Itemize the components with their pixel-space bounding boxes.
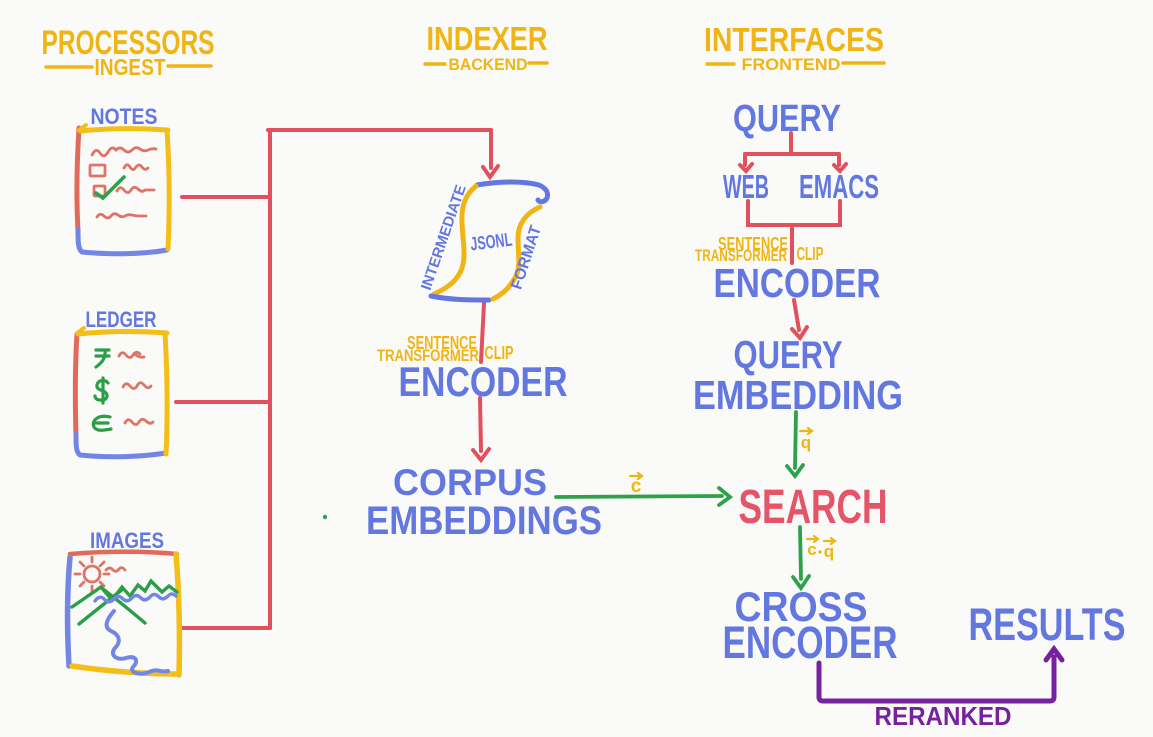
svg-text:CLIP: CLIP — [797, 244, 824, 264]
svg-text:IMAGES: IMAGES — [90, 528, 164, 553]
svg-text:PROCESSORS: PROCESSORS — [42, 24, 215, 62]
svg-text:SEARCH: SEARCH — [739, 481, 888, 534]
svg-text:QUERY: QUERY — [733, 98, 841, 140]
svg-text:QUERY: QUERY — [734, 334, 843, 377]
svg-text:c: c — [631, 476, 642, 497]
svg-text:RERANKED: RERANKED — [875, 701, 1012, 731]
svg-text:INTERFACES: INTERFACES — [704, 21, 884, 58]
svg-text:CLIP: CLIP — [485, 343, 514, 363]
svg-text:SENTENCE: SENTENCE — [407, 333, 477, 353]
svg-text:EMBEDDING: EMBEDDING — [693, 372, 903, 418]
svg-text:INGEST: INGEST — [95, 54, 166, 80]
svg-text:CORPUS: CORPUS — [393, 462, 547, 503]
svg-text:q: q — [801, 433, 811, 452]
svg-text:EMACS: EMACS — [799, 168, 879, 205]
svg-text:CROSS: CROSS — [735, 583, 868, 630]
svg-text:INDEXER: INDEXER — [427, 20, 548, 57]
svg-text:BACKEND: BACKEND — [449, 55, 528, 74]
svg-text:c: c — [807, 540, 816, 559]
svg-text:WEB: WEB — [723, 168, 769, 205]
svg-text:RESULTS: RESULTS — [969, 599, 1126, 650]
svg-text:q: q — [824, 542, 834, 561]
svg-text:EMBEDDINGS: EMBEDDINGS — [366, 499, 602, 543]
svg-text:LEDGER: LEDGER — [86, 307, 157, 332]
svg-text:ENCODER: ENCODER — [714, 260, 881, 306]
svg-text:JSONL: JSONL — [469, 230, 513, 256]
svg-text:TRANSFORMER: TRANSFORMER — [377, 346, 479, 365]
svg-text:SENTENCE: SENTENCE — [718, 234, 788, 254]
svg-text:NOTES: NOTES — [91, 104, 158, 129]
svg-text:TRANSFORMER: TRANSFORMER — [695, 246, 787, 265]
svg-text:FRONTEND: FRONTEND — [742, 55, 841, 74]
svg-text:ENCODER: ENCODER — [723, 617, 898, 668]
svg-text:ENCODER: ENCODER — [399, 358, 568, 405]
